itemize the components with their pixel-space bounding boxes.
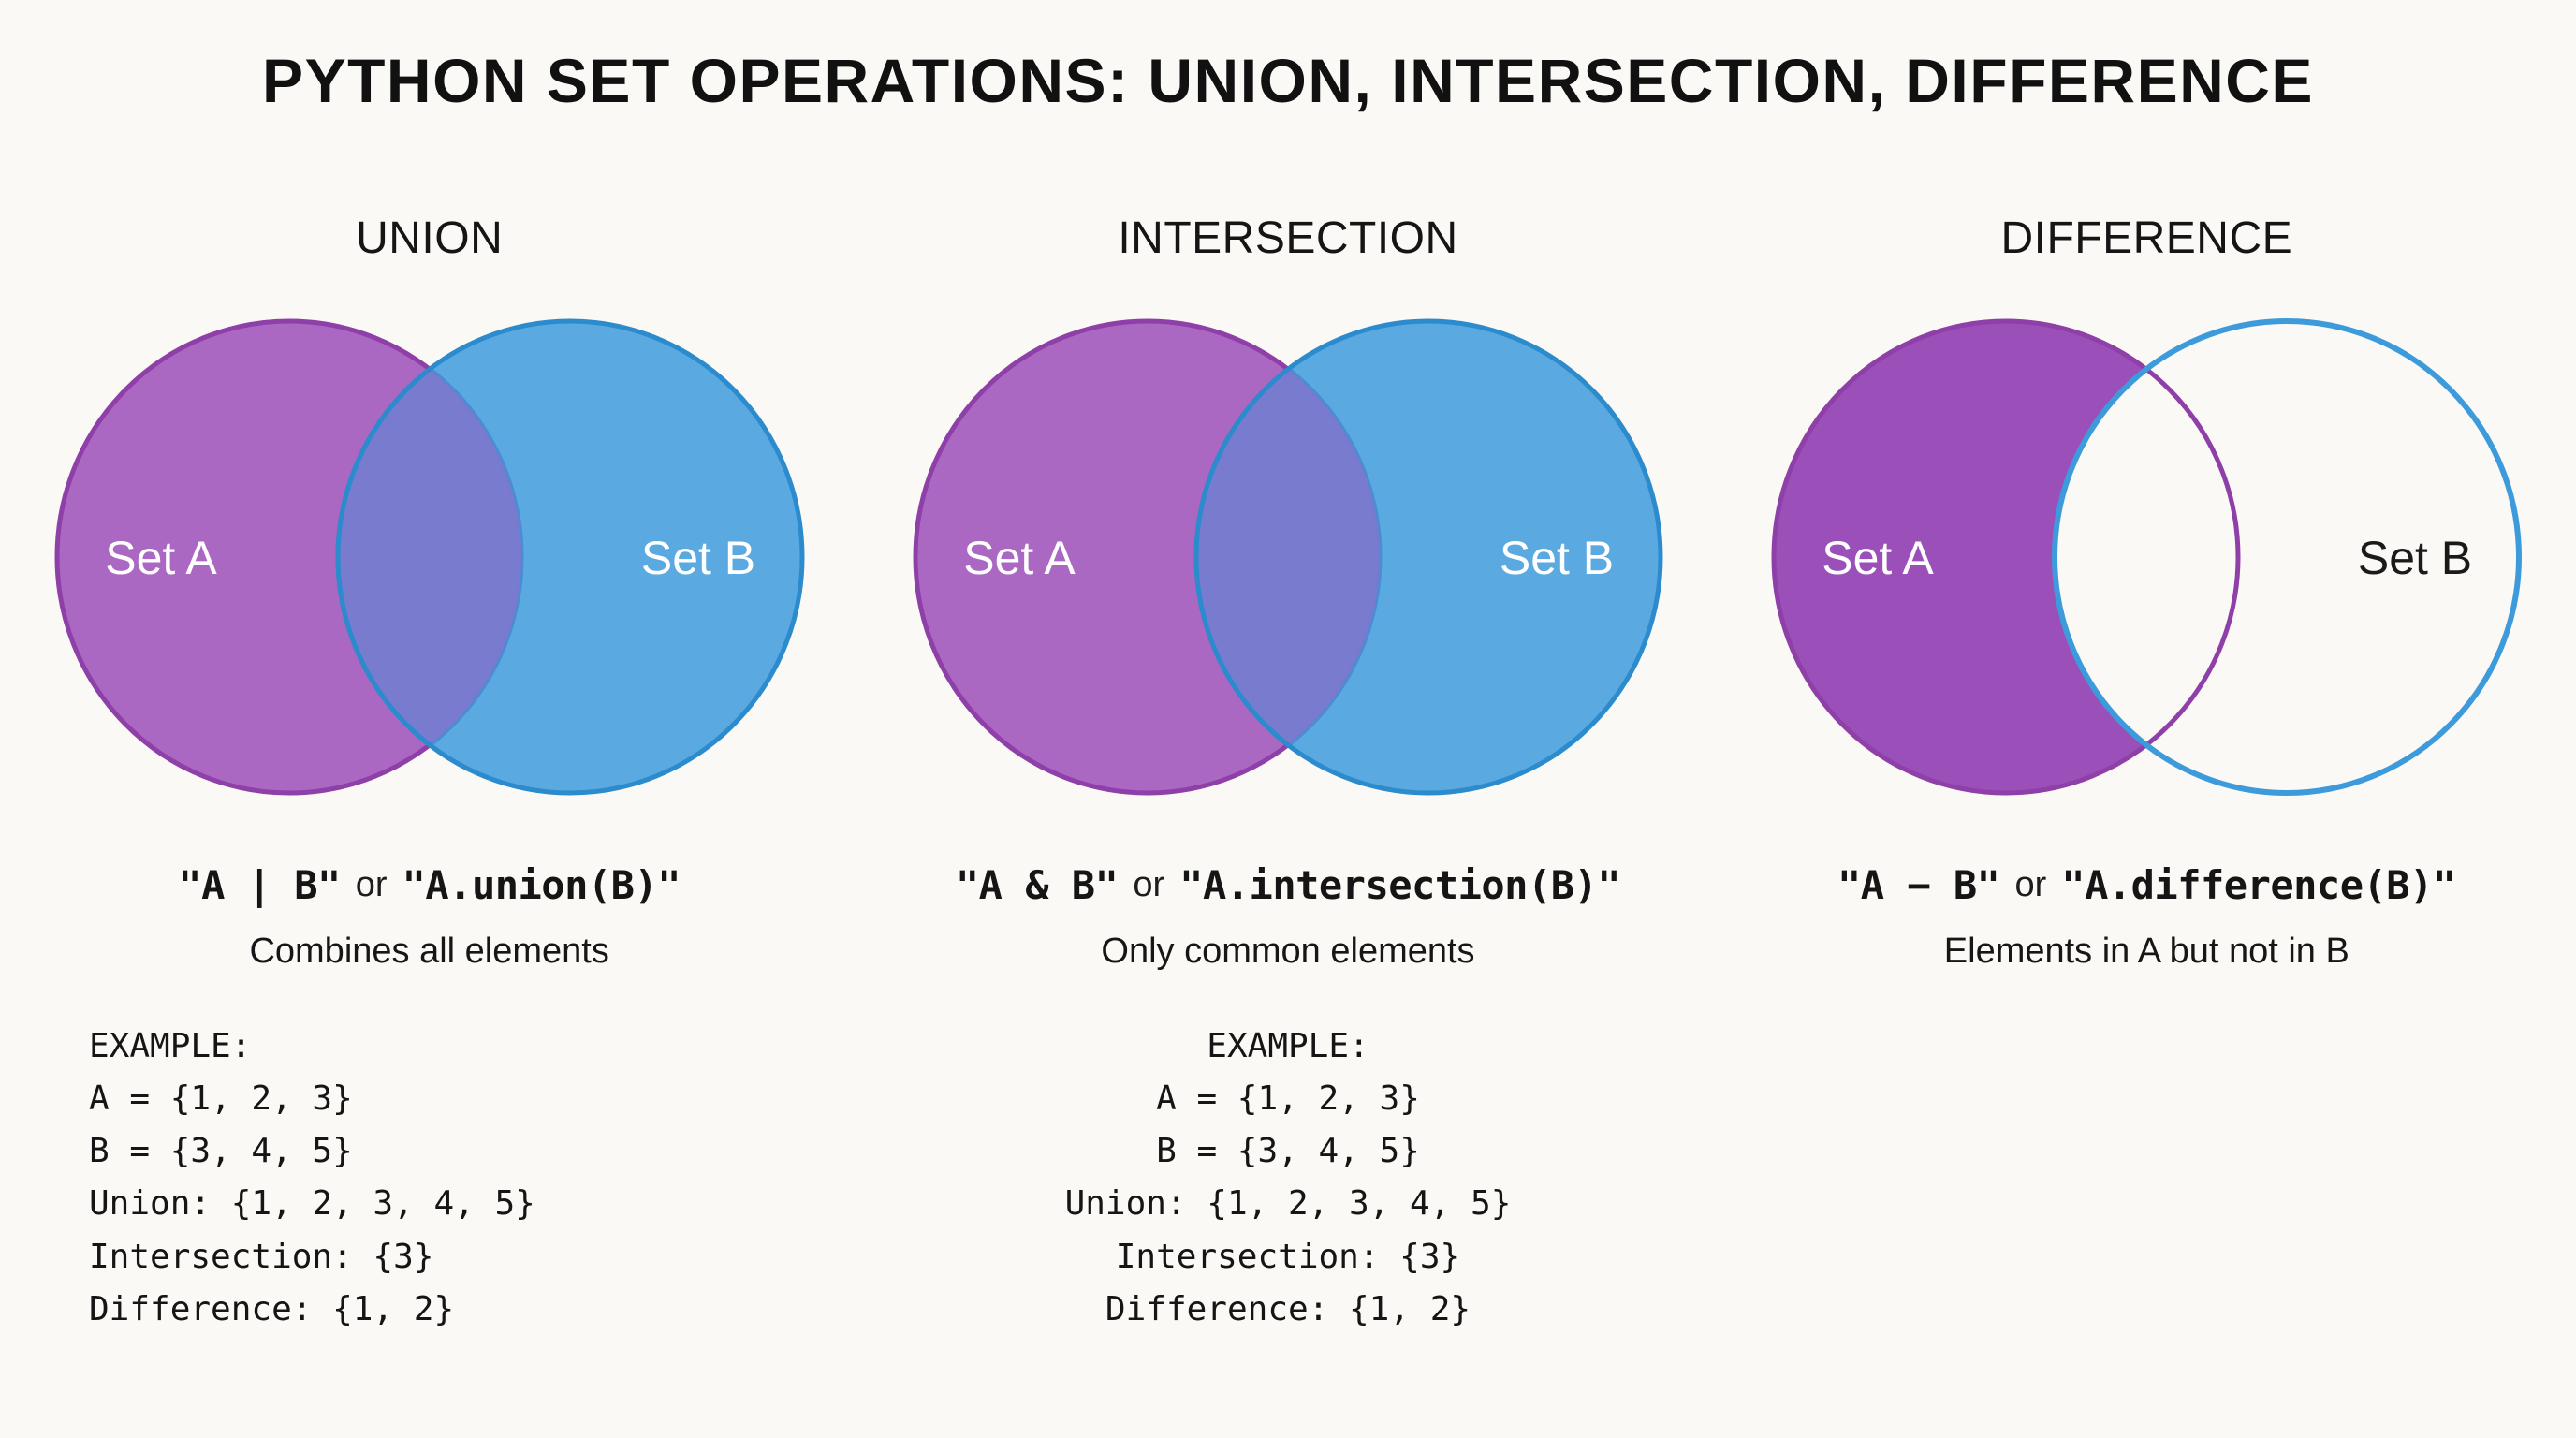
formula-connector: or	[2014, 864, 2047, 904]
description-intersection: Only common elements	[1101, 932, 1475, 971]
venn-overlap-region	[1193, 321, 1380, 793]
venn-svg-difference: Set A Set B	[1725, 304, 2569, 810]
formula-row-difference: "A − B" or "A.difference(B)"	[1837, 855, 2456, 915]
venn-circle-set-b	[2052, 318, 2523, 796]
venn-overlap-region	[335, 321, 521, 793]
example-block-intersection: EXAMPLE: A = {1, 2, 3} B = {3, 4, 5} Uni…	[1064, 1027, 1512, 1328]
venn-circle-set-a	[1771, 318, 2241, 796]
formula-method: "A.difference(B)"	[2061, 861, 2456, 908]
page-title: PYTHON SET OPERATIONS: UNION, INTERSECTI…	[262, 46, 2314, 115]
venn-diagram-intersection: Set A Set B	[867, 304, 1709, 829]
venn-svg-intersection: Set A Set B	[913, 318, 1663, 796]
operations-columns: UNION Set A Set B "A | B" or "A.union(B)…	[0, 211, 2576, 1336]
column-heading-difference: DIFFERENCE	[2000, 213, 2293, 263]
formula-row-union: "A | B" or "A.union(B)"	[178, 855, 681, 915]
description-union: Combines all elements	[249, 932, 609, 971]
description-difference: Elements in A but not in B	[1943, 932, 2349, 971]
formula-connector: or	[355, 864, 388, 904]
formula-operator: "A − B"	[1837, 861, 2000, 908]
formula-row-intersection: "A & B" or "A.intersection(B)"	[955, 855, 1621, 915]
venn-diagram-difference: Set A Set B	[1725, 304, 2569, 829]
venn-label-set-a: Set A	[1822, 532, 1935, 584]
operation-column-union: UNION Set A Set B "A | B" or "A.union(B)…	[0, 211, 858, 1336]
venn-fill-a-minus-b	[1725, 304, 2569, 810]
formula-method: "A.union(B)"	[402, 861, 681, 908]
column-heading-union: UNION	[356, 213, 504, 263]
formula-operator: "A | B"	[178, 861, 341, 908]
venn-label-set-a: Set A	[963, 532, 1076, 584]
column-heading-intersection: INTERSECTION	[1118, 213, 1458, 263]
venn-label-set-a: Set A	[105, 532, 217, 584]
venn-svg-union: Set A Set B	[54, 318, 805, 796]
venn-label-set-b: Set B	[641, 532, 755, 584]
venn-label-set-b: Set B	[2358, 532, 2472, 584]
example-block-union: EXAMPLE: A = {1, 2, 3} B = {3, 4, 5} Uni…	[89, 1027, 535, 1328]
formula-method: "A.intersection(B)"	[1179, 861, 1621, 908]
venn-diagram-union: Set A Set B	[8, 304, 851, 829]
operation-column-difference: DIFFERENCE Set A Set B "A − B" or	[1718, 211, 2576, 1020]
formula-operator: "A & B"	[955, 861, 1119, 908]
venn-label-set-b: Set B	[1500, 532, 1614, 584]
operation-column-intersection: INTERSECTION Set A Set B "A & B" or "A.i…	[858, 211, 1717, 1336]
formula-connector: or	[1133, 864, 1165, 904]
